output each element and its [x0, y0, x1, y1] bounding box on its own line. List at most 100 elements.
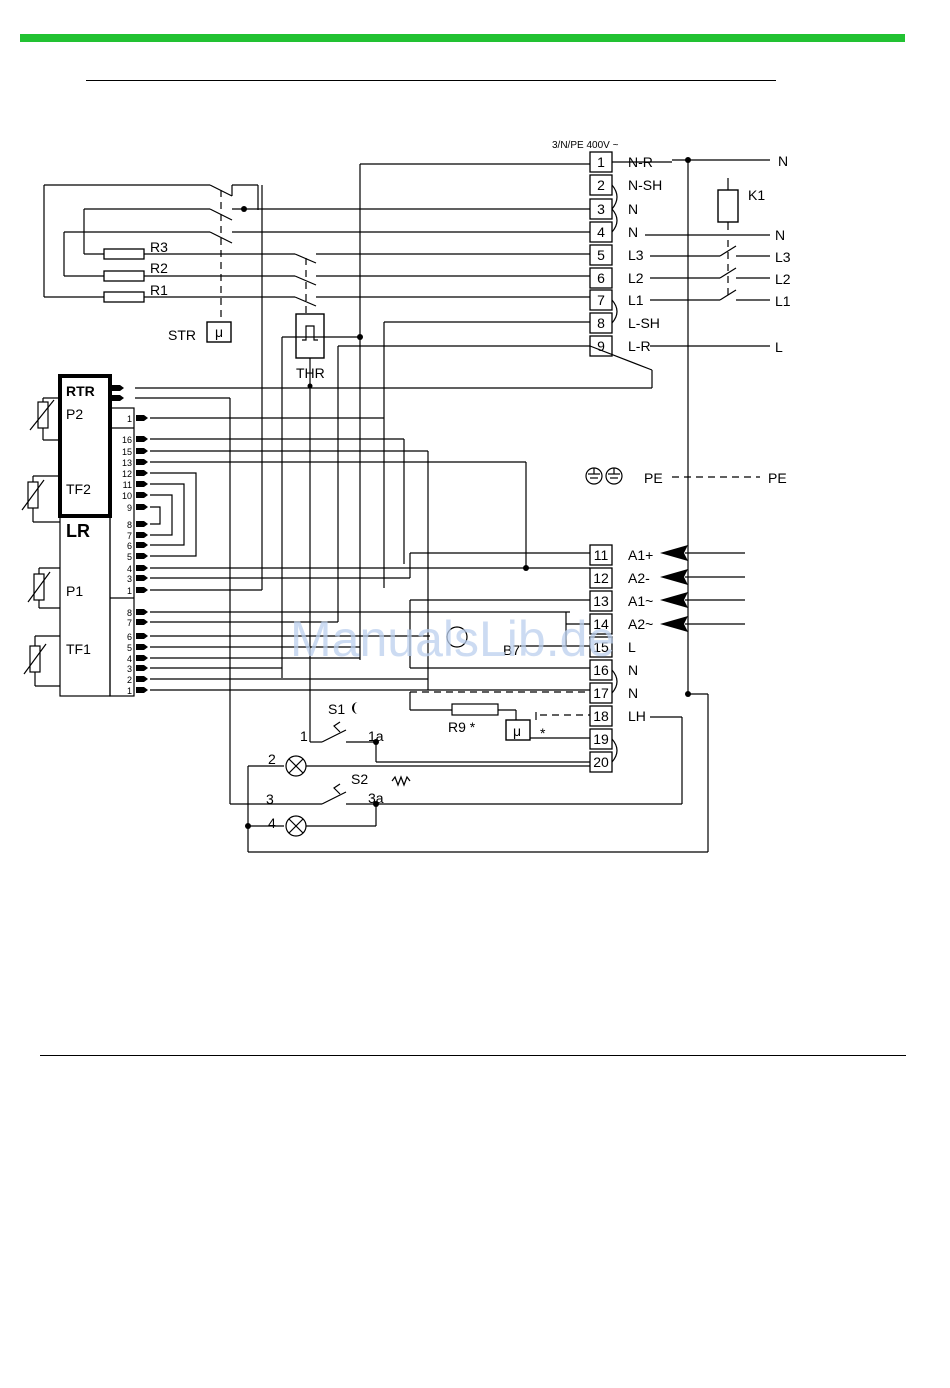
terminal-number: 18 — [593, 708, 609, 724]
upper-pin-block: 116151312111098765431 — [112, 385, 148, 596]
pin-number: 7 — [127, 531, 132, 541]
pin-number: 8 — [127, 520, 132, 530]
pin-number: 5 — [127, 552, 132, 562]
pin-number: 1 — [127, 686, 132, 696]
terminal-label: L3 — [628, 247, 644, 263]
p1-label: P1 — [66, 583, 83, 599]
pin-arrow — [136, 619, 148, 625]
pin-arrow — [136, 575, 148, 581]
terminal-label: N — [628, 685, 638, 701]
terminal-label: L-SH — [628, 315, 660, 331]
terminal-number: 17 — [593, 685, 609, 701]
pin-arrow — [112, 385, 124, 391]
pin-arrow — [136, 470, 148, 476]
terminal-bridge — [612, 185, 617, 209]
pin-arrow — [136, 565, 148, 571]
s2-label: S2 — [351, 771, 368, 787]
terminal-bridge — [612, 300, 617, 323]
switch-terminal-1a: 1a — [368, 728, 384, 744]
pin-arrow — [136, 504, 148, 510]
pin-number: 1 — [127, 586, 132, 596]
terminal-bridge — [612, 670, 617, 693]
pin-arrow — [112, 395, 124, 401]
lamp-terminal-2: 2 — [268, 751, 276, 767]
terminal-number: 8 — [597, 315, 605, 331]
pin-number: 5 — [127, 643, 132, 653]
r2-label: R2 — [150, 260, 168, 276]
str-relay — [44, 185, 590, 342]
right-label-pe: PE — [768, 470, 787, 486]
pin-arrow — [136, 687, 148, 693]
right-label-l: L — [775, 339, 783, 355]
r1-label: R1 — [150, 282, 168, 298]
terminal-number: 20 — [593, 754, 609, 770]
pin-arrow — [136, 553, 148, 559]
earth-symbol — [586, 468, 622, 484]
pin-arrow — [136, 676, 148, 682]
terminal-number: 19 — [593, 731, 609, 747]
bottom-rule — [40, 1055, 906, 1056]
watermark: ManualsLib.de — [290, 611, 615, 667]
r9-star: * — [540, 725, 546, 741]
terminal-bridge — [612, 739, 617, 762]
str-label: STR — [168, 327, 196, 343]
terminal-number: 6 — [597, 270, 605, 286]
str-mu: μ — [215, 324, 223, 340]
pin-number: 13 — [122, 458, 132, 468]
pin-arrow — [136, 448, 148, 454]
switch-terminal-3: 3 — [266, 791, 274, 807]
pin-arrow — [136, 609, 148, 615]
pin-arrow — [136, 644, 148, 650]
terminal-label: L-R — [628, 338, 651, 354]
pin-arrow — [136, 665, 148, 671]
terminal-label: A2~ — [628, 616, 653, 632]
terminal-number: 13 — [593, 593, 609, 609]
pin-number: 4 — [127, 564, 132, 574]
pin-arrow — [136, 415, 148, 421]
tf1-label: TF1 — [66, 641, 91, 657]
terminal-label: A1+ — [628, 547, 653, 563]
terminal-number: 4 — [597, 224, 605, 240]
terminal-number: 7 — [597, 292, 605, 308]
s1-label: S1 — [328, 701, 345, 717]
pin-arrow — [136, 436, 148, 442]
terminal-label: A2- — [628, 570, 650, 586]
pin-number: 2 — [127, 675, 132, 685]
pin-number: 15 — [122, 447, 132, 457]
terminal-label: L2 — [628, 270, 644, 286]
rtr-label: RTR — [66, 383, 95, 399]
terminal-number: 12 — [593, 570, 609, 586]
pin-number: 7 — [127, 618, 132, 628]
pin-number: 6 — [127, 632, 132, 642]
pin-wiring — [135, 398, 590, 804]
r9-circuit — [410, 692, 590, 740]
pin-number: 9 — [127, 503, 132, 513]
pin-arrow — [136, 655, 148, 661]
terminal-number: 11 — [594, 547, 609, 563]
pin-number: 11 — [123, 480, 132, 490]
terminal-number: 3 — [597, 201, 605, 217]
lamp-terminal-4: 4 — [268, 815, 276, 831]
pin-number: 3 — [127, 574, 132, 584]
thr-label: THR — [296, 365, 325, 381]
pin-arrow — [136, 492, 148, 498]
tf2-label: TF2 — [66, 481, 91, 497]
lr-label: LR — [66, 521, 90, 541]
terminal-label: N-SH — [628, 177, 662, 193]
r3-label: R3 — [150, 239, 168, 255]
pin-number: 6 — [127, 541, 132, 551]
pin-arrow — [136, 459, 148, 465]
r9-label: R9 * — [448, 719, 476, 735]
pin-number: 8 — [127, 608, 132, 618]
pin-number: 12 — [122, 469, 132, 479]
pin-arrow — [136, 521, 148, 527]
resistor-bank — [44, 185, 590, 314]
pin-number: 10 — [122, 491, 132, 501]
terminal-label: N — [628, 201, 638, 217]
pin-number: 16 — [122, 435, 132, 445]
pin-arrow — [136, 587, 148, 593]
terminal-label: L — [628, 639, 636, 655]
switch-terminal-3a: 3a — [368, 790, 384, 806]
